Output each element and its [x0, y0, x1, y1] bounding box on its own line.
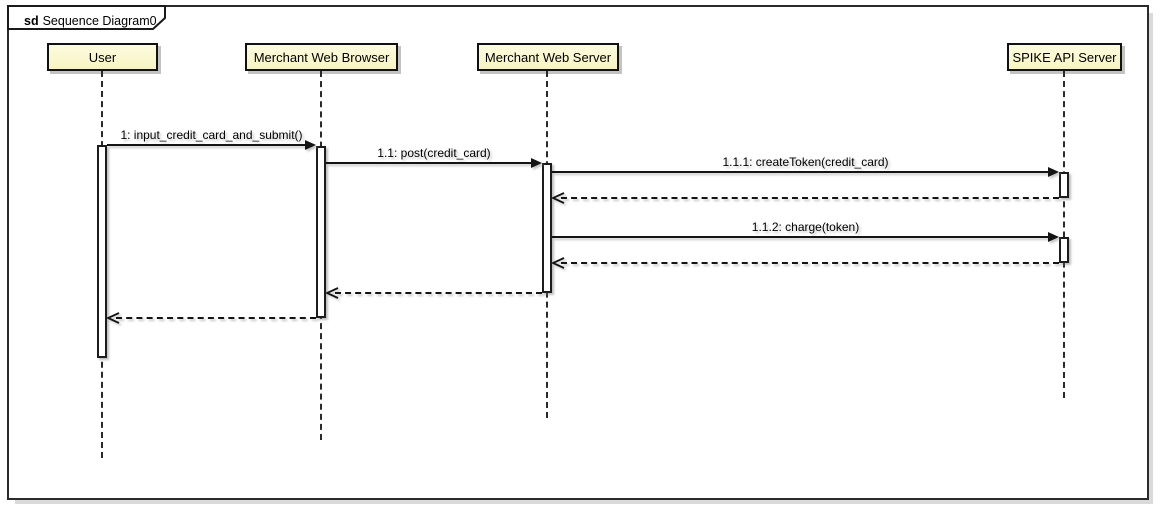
reply-arrowhead-icon	[326, 287, 339, 299]
participant-merchant-web-browser[interactable]: Merchant Web Browser	[245, 43, 398, 71]
participant-spike-api-server[interactable]: SPIKE API Server	[1007, 43, 1122, 71]
message-create-token[interactable]: 1.1.1: createToken(credit_card)	[552, 155, 1059, 177]
participant-spike-api-server-label: SPIKE API Server	[1012, 49, 1117, 65]
message-line	[107, 144, 308, 146]
reply-post[interactable]	[326, 287, 542, 299]
lifeline-spike-api-server	[1063, 71, 1065, 398]
message-line	[552, 236, 1051, 238]
sync-arrowhead-icon	[305, 140, 316, 150]
reply-arrowhead-icon	[107, 312, 120, 324]
message-label: 1.1.2: charge(token)	[751, 220, 860, 234]
activation-spike-api-server-1[interactable]	[1059, 172, 1069, 198]
participant-merchant-web-server-label: Merchant Web Server	[484, 49, 612, 65]
message-label: 1: input_credit_card_and_submit()	[120, 128, 303, 142]
reply-line	[116, 317, 316, 319]
message-input-credit-card-and-submit[interactable]: 1: input_credit_card_and_submit()	[107, 128, 316, 150]
message-label: 1.1: post(credit_card)	[377, 146, 491, 160]
participant-merchant-web-browser-label: Merchant Web Browser	[253, 49, 390, 65]
frame-tab-shape	[7, 5, 166, 30]
frame-keyword: sd	[24, 14, 39, 28]
activation-spike-api-server-2[interactable]	[1059, 237, 1069, 263]
message-label: 1.1.1: createToken(credit_card)	[722, 155, 889, 169]
reply-create-token[interactable]	[552, 192, 1059, 204]
message-line	[552, 171, 1051, 173]
reply-line	[561, 262, 1059, 264]
participant-user-label: User	[88, 49, 117, 65]
reply-charge-token[interactable]	[552, 257, 1059, 269]
participant-merchant-web-server[interactable]: Merchant Web Server	[477, 43, 619, 71]
reply-line	[561, 197, 1059, 199]
participant-user[interactable]: User	[47, 43, 158, 71]
message-line	[326, 162, 534, 164]
sync-arrowhead-icon	[531, 158, 542, 168]
message-charge-token[interactable]: 1.1.2: charge(token)	[552, 220, 1059, 242]
reply-arrowhead-icon	[552, 192, 565, 204]
activation-user[interactable]	[97, 145, 107, 358]
frame-title-text: Sequence Diagram0	[42, 14, 157, 28]
sync-arrowhead-icon	[1048, 232, 1059, 242]
diagram-frame	[7, 5, 1149, 500]
activation-merchant-web-browser[interactable]	[316, 146, 326, 318]
reply-input[interactable]	[107, 312, 316, 324]
reply-arrowhead-icon	[552, 257, 565, 269]
reply-line	[335, 292, 542, 294]
message-post-credit-card[interactable]: 1.1: post(credit_card)	[326, 146, 542, 168]
sync-arrowhead-icon	[1048, 167, 1059, 177]
activation-merchant-web-server[interactable]	[542, 163, 552, 293]
